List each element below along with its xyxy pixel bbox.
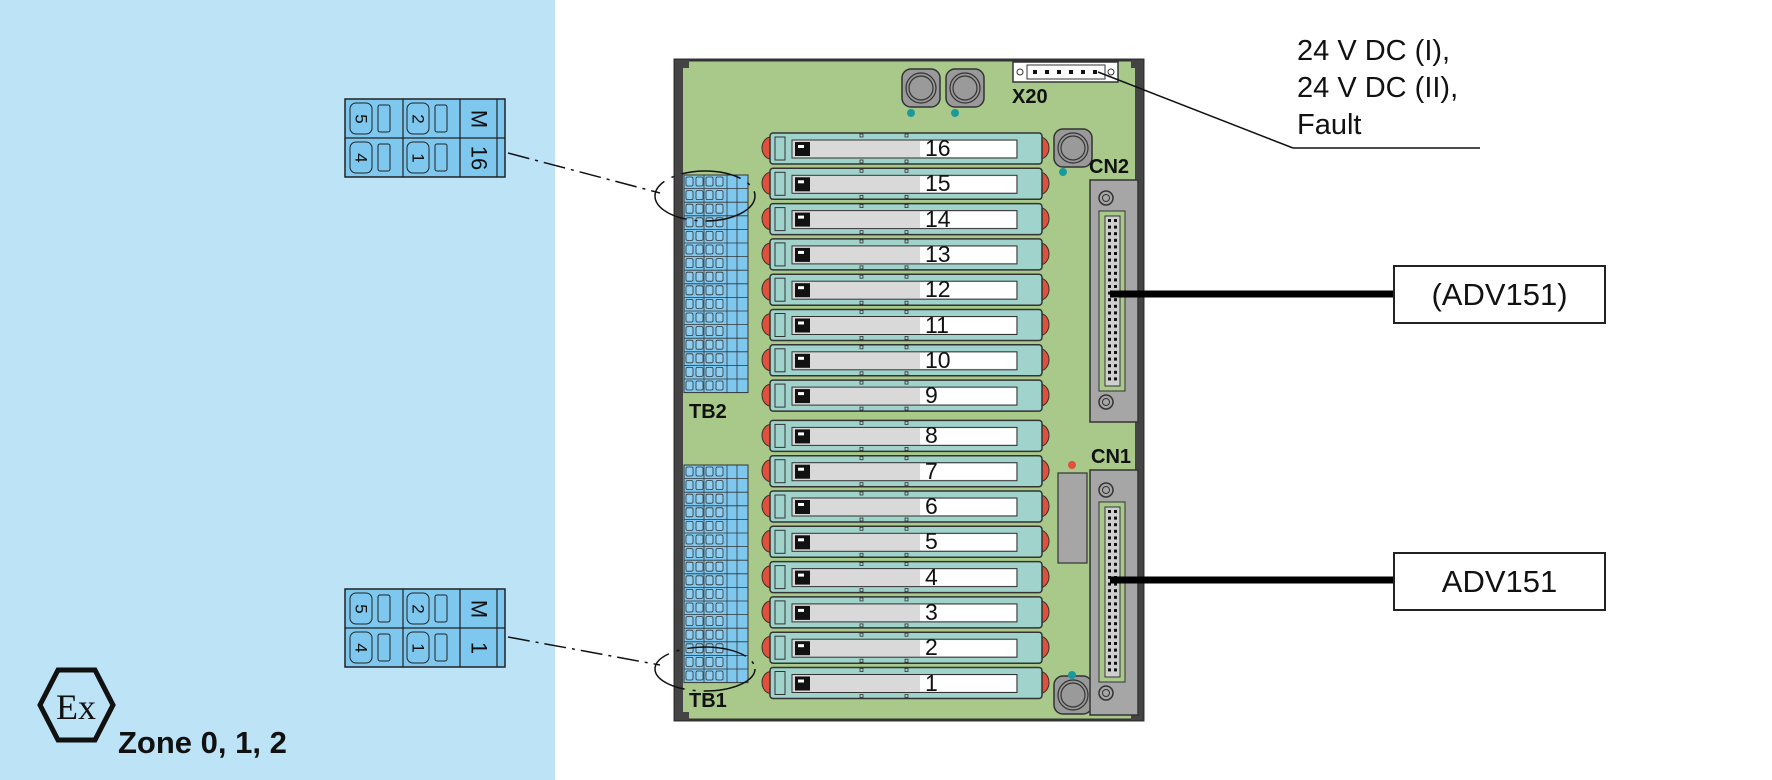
io-module-3[interactable]	[761, 596, 1050, 629]
cn2-connector[interactable]	[1089, 179, 1139, 423]
io-module-12[interactable]	[761, 273, 1050, 306]
status-led	[951, 109, 959, 117]
x20-leader-line	[1097, 71, 1294, 149]
io-module-11[interactable]	[761, 308, 1050, 342]
terminal-cell-label: 16	[467, 146, 492, 170]
module-number: 2	[925, 634, 938, 661]
io-module-4[interactable]	[761, 560, 1050, 594]
terminal-cell-label: 5	[352, 114, 371, 123]
module-number: 1	[925, 669, 938, 696]
io-module-1[interactable]	[761, 666, 1050, 700]
x20-connector[interactable]	[1012, 61, 1119, 83]
status-led	[1059, 168, 1067, 176]
tb2-label: TB2	[689, 401, 727, 423]
terminal-cell-label: M	[467, 110, 492, 128]
cn2-label: CN2	[1089, 156, 1130, 178]
board-left-rail	[675, 60, 689, 720]
cn1-label: CN1	[1091, 446, 1132, 468]
io-module-14[interactable]	[761, 202, 1050, 236]
module-number: 14	[925, 205, 951, 232]
io-module-2[interactable]	[761, 631, 1050, 664]
fuse-knob	[945, 68, 985, 108]
io-module-15[interactable]	[761, 167, 1050, 201]
module-number: 9	[925, 382, 938, 409]
module-number: 8	[925, 422, 938, 449]
fuse-knob	[1053, 675, 1093, 715]
cn2-target-box[interactable]: (ADV151)	[1393, 265, 1606, 324]
power-annotation: 24 V DC (I), 24 V DC (II), Fault	[1297, 33, 1458, 144]
terminal-detail-bottom: 5 2 M 4 1 1	[344, 588, 506, 668]
module-number: 15	[925, 170, 951, 197]
io-module-10[interactable]	[761, 344, 1050, 377]
annotation-line-1: 24 V DC (I),	[1297, 35, 1451, 67]
io-module-13[interactable]	[761, 238, 1050, 271]
x20-label: X20	[1012, 86, 1048, 108]
cn1-target-box[interactable]: ADV151	[1393, 552, 1606, 611]
io-module-7[interactable]	[761, 454, 1050, 488]
tb2-detail-circle	[654, 170, 756, 222]
cn1-connector[interactable]	[1089, 469, 1139, 716]
tb1-detail-circle	[654, 646, 756, 692]
terminal-detail-top: 5 2 M 4 1 16	[344, 98, 506, 178]
status-led	[907, 109, 915, 117]
fuse-knob	[1053, 128, 1093, 168]
annotation-line-3: Fault	[1297, 109, 1362, 141]
module-number: 3	[925, 598, 938, 625]
status-module	[1057, 472, 1088, 564]
zone-label: Zone 0, 1, 2	[118, 725, 287, 760]
terminal-cell-label: 5	[352, 604, 371, 613]
module-number: 10	[925, 346, 951, 373]
tb2-detail-leader	[507, 152, 661, 194]
terminal-cell-label: M	[467, 600, 492, 618]
terminal-cell-label: 1	[467, 642, 492, 654]
terminal-cell-label: 2	[409, 114, 428, 123]
module-number: 13	[925, 240, 951, 267]
ex-symbol-text: Ex	[56, 687, 96, 727]
io-module-8[interactable]	[761, 419, 1050, 453]
tb1-detail-leader	[507, 636, 661, 666]
tb1-terminal-block[interactable]	[683, 464, 749, 684]
io-module-6[interactable]	[761, 490, 1050, 523]
io-module-9[interactable]	[761, 379, 1050, 412]
module-number: 4	[925, 563, 938, 590]
module-number: 16	[925, 135, 951, 161]
io-module-5[interactable]	[761, 525, 1050, 559]
terminal-cell-label: 1	[409, 643, 428, 652]
module-number: 7	[925, 457, 938, 484]
terminal-cell-label: 4	[352, 153, 371, 162]
ex-hazard-icon: Ex	[37, 667, 116, 743]
module-number: 12	[925, 276, 951, 303]
io-module-16[interactable]	[761, 132, 1050, 165]
module-number: 11	[925, 311, 949, 338]
status-led	[1068, 671, 1076, 679]
terminal-cell-label: 1	[409, 153, 428, 162]
tb2-terminal-block[interactable]	[683, 174, 749, 394]
tb1-label: TB1	[689, 690, 727, 712]
module-number: 6	[925, 493, 938, 519]
terminal-cell-label: 2	[409, 604, 428, 613]
terminal-cell-label: 4	[352, 643, 371, 652]
fault-led	[1068, 461, 1076, 469]
annotation-line-2: 24 V DC (II),	[1297, 72, 1459, 104]
module-number: 5	[925, 528, 938, 555]
fuse-knob	[901, 68, 941, 108]
